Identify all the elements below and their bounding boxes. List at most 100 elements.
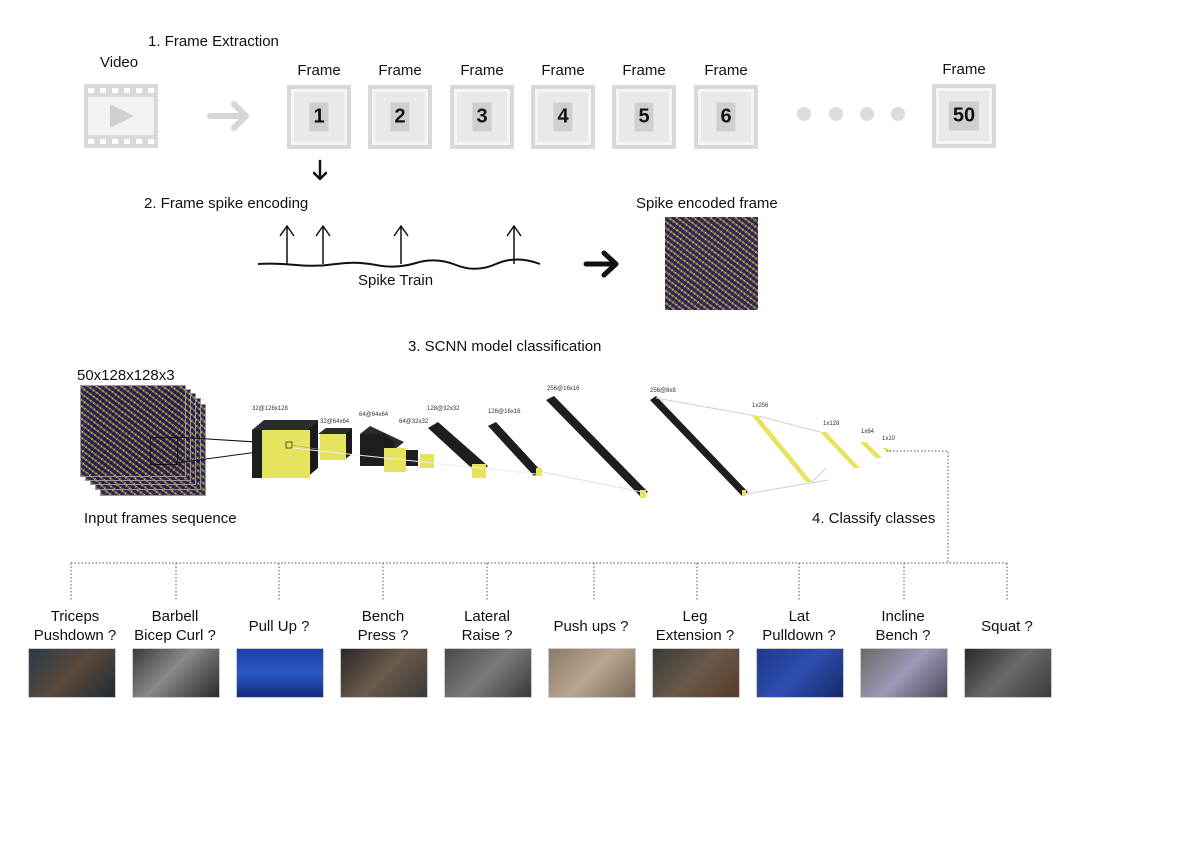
class-label-line1: Leg — [682, 608, 708, 625]
stage3-title: 3. SCNN model classification — [408, 338, 602, 355]
video-label: Video — [100, 54, 139, 71]
frame-number: 6 — [716, 102, 736, 132]
class-label-line1: Barbell — [151, 608, 199, 625]
stage2-title: 2. Frame spike encoding — [144, 195, 309, 212]
class-label-line2: Bench ? — [875, 627, 931, 644]
layer-label: 32@128x128 — [252, 406, 288, 412]
encoded-frame-label: Spike encoded frame — [636, 195, 778, 212]
ellipsis-dot — [860, 107, 874, 121]
class-label-line1: Triceps — [50, 608, 100, 625]
class-thumbnail-lateral-raise — [444, 648, 532, 698]
frame-thumbnail: 2 — [368, 85, 432, 149]
frame-item-50: Frame 50 — [932, 61, 996, 148]
spike-train-diagram — [257, 224, 541, 270]
frame-number: 50 — [948, 101, 980, 131]
class-thumbnail-lat-pulldown — [756, 648, 844, 698]
spike-arrow — [315, 224, 331, 264]
ellipsis-dot — [797, 107, 811, 121]
frame-caption: Frame — [541, 62, 585, 79]
class-thumbnail-pull-up — [236, 648, 324, 698]
frame-thumbnail: 6 — [694, 85, 758, 149]
layer-label: 64@32x32 — [399, 419, 429, 425]
layer-label: 128@16x16 — [488, 409, 521, 415]
class-label-line2: Pulldown ? — [762, 627, 836, 644]
class-label-line2: Bicep Curl ? — [134, 627, 216, 644]
class-label-line2: Raise ? — [461, 627, 513, 644]
frame-thumbnail: 3 — [450, 85, 514, 149]
class-item-barbell-bicep-curl: Barbell Bicep Curl ? — [120, 607, 230, 645]
layer-label: 256@16x16 — [547, 386, 580, 392]
arrow-down-icon — [312, 159, 328, 181]
layer-label: 64@64x64 — [359, 412, 389, 418]
ellipsis-dot — [829, 107, 843, 121]
frame-number: 5 — [634, 102, 654, 132]
input-frame — [80, 385, 186, 477]
class-item-leg-extension: Leg Extension ? — [640, 607, 750, 645]
class-label-line1: Lat — [788, 608, 810, 625]
layer-label: 1x64 — [861, 429, 875, 435]
frame-caption: Frame — [297, 62, 341, 79]
class-label-line2: Extension ? — [655, 627, 735, 644]
spike-train-label: Spike Train — [358, 272, 434, 289]
classification-tree-lines — [70, 450, 1008, 600]
class-label-line2: Press ? — [357, 627, 409, 644]
video-icon — [84, 84, 158, 148]
frame-thumbnail: 50 — [932, 84, 996, 148]
layer-label: 1x10 — [882, 436, 896, 442]
class-item-bench-press: Bench Press ? — [328, 607, 438, 645]
frame-caption: Frame — [378, 62, 422, 79]
class-label-line1: Lateral — [464, 608, 510, 625]
class-item-pull-up: Pull Up ? — [224, 617, 334, 636]
frame-item-6: Frame 6 — [694, 62, 758, 149]
class-label-line1: Push ups ? — [553, 618, 629, 635]
layer-label: 256@8x8 — [650, 388, 676, 394]
layer-label: 1x128 — [823, 421, 840, 427]
frame-number: 4 — [553, 102, 573, 132]
frame-item-1: Frame 1 — [287, 62, 351, 149]
class-item-lat-pulldown: Lat Pulldown ? — [744, 607, 854, 645]
class-label-line1: Bench — [361, 608, 405, 625]
input-sequence-label: Input frames sequence — [84, 510, 237, 527]
class-thumbnail-barbell-bicep-curl — [132, 648, 220, 698]
frame-item-2: Frame 2 — [368, 62, 432, 149]
frame-number: 1 — [309, 102, 329, 132]
frame-caption: Frame — [460, 62, 504, 79]
frame-item-3: Frame 3 — [450, 62, 514, 149]
frame-caption: Frame — [942, 61, 986, 78]
layer-label: 128@32x32 — [427, 406, 460, 412]
class-label-line2: Pushdown ? — [33, 627, 117, 644]
spike-encoded-image — [665, 217, 758, 310]
class-item-triceps-pushdown: Triceps Pushdown ? — [20, 607, 130, 645]
class-item-squat: Squat ? — [952, 617, 1062, 636]
class-thumbnail-incline-bench — [860, 648, 948, 698]
class-thumbnail-push-ups — [548, 648, 636, 698]
frame-thumbnail: 4 — [531, 85, 595, 149]
class-thumbnail-triceps-pushdown — [28, 648, 116, 698]
layer-label: 1x256 — [752, 403, 769, 409]
stage1-title: 1. Frame Extraction — [148, 33, 279, 50]
arrow-right-icon — [207, 101, 249, 131]
stage4-title: 4. Classify classes — [812, 510, 936, 527]
layer-label: 32@64x64 — [320, 419, 350, 425]
frame-number: 3 — [472, 102, 492, 132]
class-thumbnail-squat — [964, 648, 1052, 698]
spike-arrow — [279, 224, 295, 264]
frame-caption: Frame — [622, 62, 666, 79]
class-item-incline-bench: Incline Bench ? — [848, 607, 958, 645]
class-label-line1: Squat ? — [981, 618, 1033, 635]
class-label-line1: Pull Up ? — [248, 618, 310, 635]
class-item-push-ups: Push ups ? — [536, 617, 646, 636]
class-item-lateral-raise: Lateral Raise ? — [432, 607, 542, 645]
receptive-field-box — [150, 437, 178, 465]
class-thumbnail-leg-extension — [652, 648, 740, 698]
ellipsis-dot — [891, 107, 905, 121]
frame-number: 2 — [390, 102, 410, 132]
input-shape-label: 50x128x128x3 — [77, 367, 175, 384]
spike-arrow — [506, 224, 522, 264]
frame-caption: Frame — [704, 62, 748, 79]
scnn-architecture-diagram — [176, 396, 892, 498]
class-thumbnail-bench-press — [340, 648, 428, 698]
frame-thumbnail: 1 — [287, 85, 351, 149]
frame-item-5: Frame 5 — [612, 62, 676, 149]
spike-arrow — [393, 224, 409, 264]
